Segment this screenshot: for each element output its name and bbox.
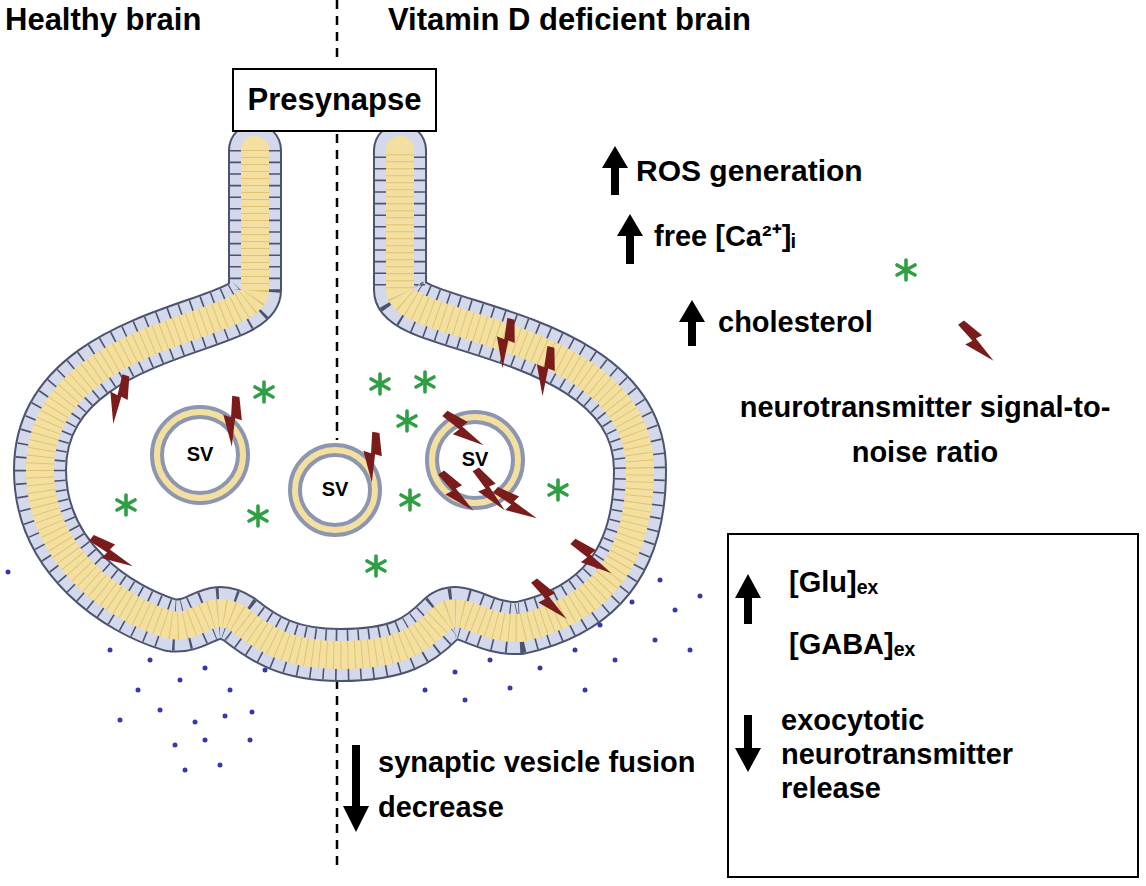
synaptic-vesicle: SV	[445, 430, 505, 490]
neurotransmitter-dots	[218, 763, 223, 768]
neurotransmitter-dots	[613, 658, 618, 663]
effect-label: synaptic vesicle fusion decrease	[378, 740, 708, 830]
calcium-marker	[897, 260, 915, 280]
vesicle-label: SV	[187, 443, 214, 467]
vesicle-label: SV	[462, 448, 489, 472]
neurotransmitter-dots	[6, 570, 703, 773]
calcium-marker	[401, 490, 419, 510]
vesicle-ring	[295, 450, 375, 530]
neurotransmitter-dots	[688, 648, 693, 653]
cholesterol-symbol	[437, 466, 473, 518]
membrane	[40, 150, 640, 655]
neurotransmitter-dots	[183, 768, 188, 773]
neurotransmitter-dots	[203, 666, 208, 671]
neurotransmitter-dots	[203, 738, 208, 743]
divider-line	[336, 680, 339, 870]
divider-line	[336, 134, 339, 440]
calcium-marker	[371, 374, 389, 394]
neurotransmitter-dots	[698, 594, 703, 599]
neurotransmitter-dots	[423, 688, 428, 693]
trend-arrow	[735, 715, 761, 772]
cholesterol-symbol	[957, 316, 993, 368]
neurotransmitter-dots	[6, 570, 11, 575]
calcium-marker	[249, 506, 267, 526]
box-text: exocytotic neurotransmitter release	[781, 703, 1071, 806]
cholesterol-symbol	[88, 527, 133, 578]
neurotransmitter-dots	[583, 688, 588, 693]
effect-label: neurotransmitter signal-to-noise ratio	[705, 385, 1145, 475]
calcium-marker	[367, 556, 385, 576]
cholesterol-symbol	[353, 430, 392, 482]
neurotransmitter-dots	[463, 698, 468, 703]
heading: Healthy brain	[5, 0, 201, 44]
neurotransmitter-dots	[658, 578, 663, 583]
cholesterol-symbol	[484, 316, 526, 368]
cholesterol-symbol	[96, 373, 141, 424]
divider-line	[336, 0, 339, 62]
vesicle-ring	[295, 450, 375, 530]
neurotransmitter-dots	[508, 686, 513, 691]
neurotransmitter-dots	[453, 670, 458, 675]
neurotransmitter-dots	[673, 608, 678, 613]
calcium-marker	[549, 480, 567, 500]
trend-arrow	[617, 214, 643, 264]
synaptic-vesicle: SV	[170, 425, 230, 485]
neurotransmitter-dots	[228, 688, 233, 693]
effect-box: [Glu]ₑₓ [GABA]ₑₓ exocytotic neurotransmitt…	[727, 533, 1139, 878]
box-text: [Glu]ₑₓ	[789, 565, 878, 599]
neurotransmitter-dots	[108, 648, 113, 653]
vesicle-ring	[432, 417, 518, 503]
neurotransmitter-dots	[148, 658, 153, 663]
neurotransmitter-dots	[538, 666, 543, 671]
cholesterol-symbol	[213, 394, 252, 446]
neurotransmitter-dots	[173, 743, 178, 748]
neurotransmitter-dots	[250, 710, 255, 715]
membrane	[40, 150, 640, 655]
box-text: Presynapse	[247, 82, 421, 119]
trend-arrow	[343, 745, 369, 832]
neurotransmitter-dots	[598, 623, 603, 628]
neurotransmitter-dots	[488, 658, 493, 663]
cholesterol-symbol	[530, 574, 566, 626]
cholesterol-symbol	[88, 316, 994, 626]
calcium-marker	[117, 495, 135, 515]
cholesterol-symbol	[524, 344, 566, 396]
box-text: [GABA]ₑₓ	[789, 627, 915, 661]
neurotransmitter-dots	[573, 648, 578, 653]
neurotransmitter-dots	[223, 714, 228, 719]
trend-arrow	[735, 574, 761, 624]
membrane	[40, 150, 640, 655]
neurotransmitter-dots	[136, 688, 141, 693]
membrane	[40, 150, 640, 655]
cholesterol-symbol	[569, 532, 611, 584]
heading: Vitamin D deficient brain	[388, 0, 751, 44]
membrane	[40, 150, 640, 655]
neurotransmitter-dots	[248, 738, 253, 743]
neurotransmitter-dots	[158, 708, 163, 713]
effect-label: cholesterol	[718, 300, 873, 345]
neurotransmitter-dots	[118, 718, 123, 723]
synaptic-vesicle: SV	[307, 462, 363, 518]
calcium-marker	[255, 382, 273, 402]
effect-label: ROS generation	[636, 148, 863, 195]
vesicle-label: SV	[322, 478, 349, 502]
neurotransmitter-dots	[178, 678, 183, 683]
vesicle-ring	[432, 417, 518, 503]
calcium-marker	[416, 372, 434, 392]
cholesterol-symbol	[492, 479, 537, 530]
effect-label: free [Ca²⁺]ᵢ	[654, 214, 795, 259]
neurotransmitter-dots	[653, 638, 658, 643]
title-box: Presynapse	[232, 68, 437, 132]
cholesterol-symbol	[441, 404, 483, 456]
membrane	[40, 150, 640, 655]
trend-arrow	[679, 300, 705, 346]
neurotransmitter-dots	[263, 668, 268, 673]
trend-arrow	[602, 146, 628, 195]
calcium-marker	[398, 411, 416, 431]
neurotransmitter-dots	[193, 720, 198, 725]
neurotransmitter-dots	[630, 600, 635, 605]
